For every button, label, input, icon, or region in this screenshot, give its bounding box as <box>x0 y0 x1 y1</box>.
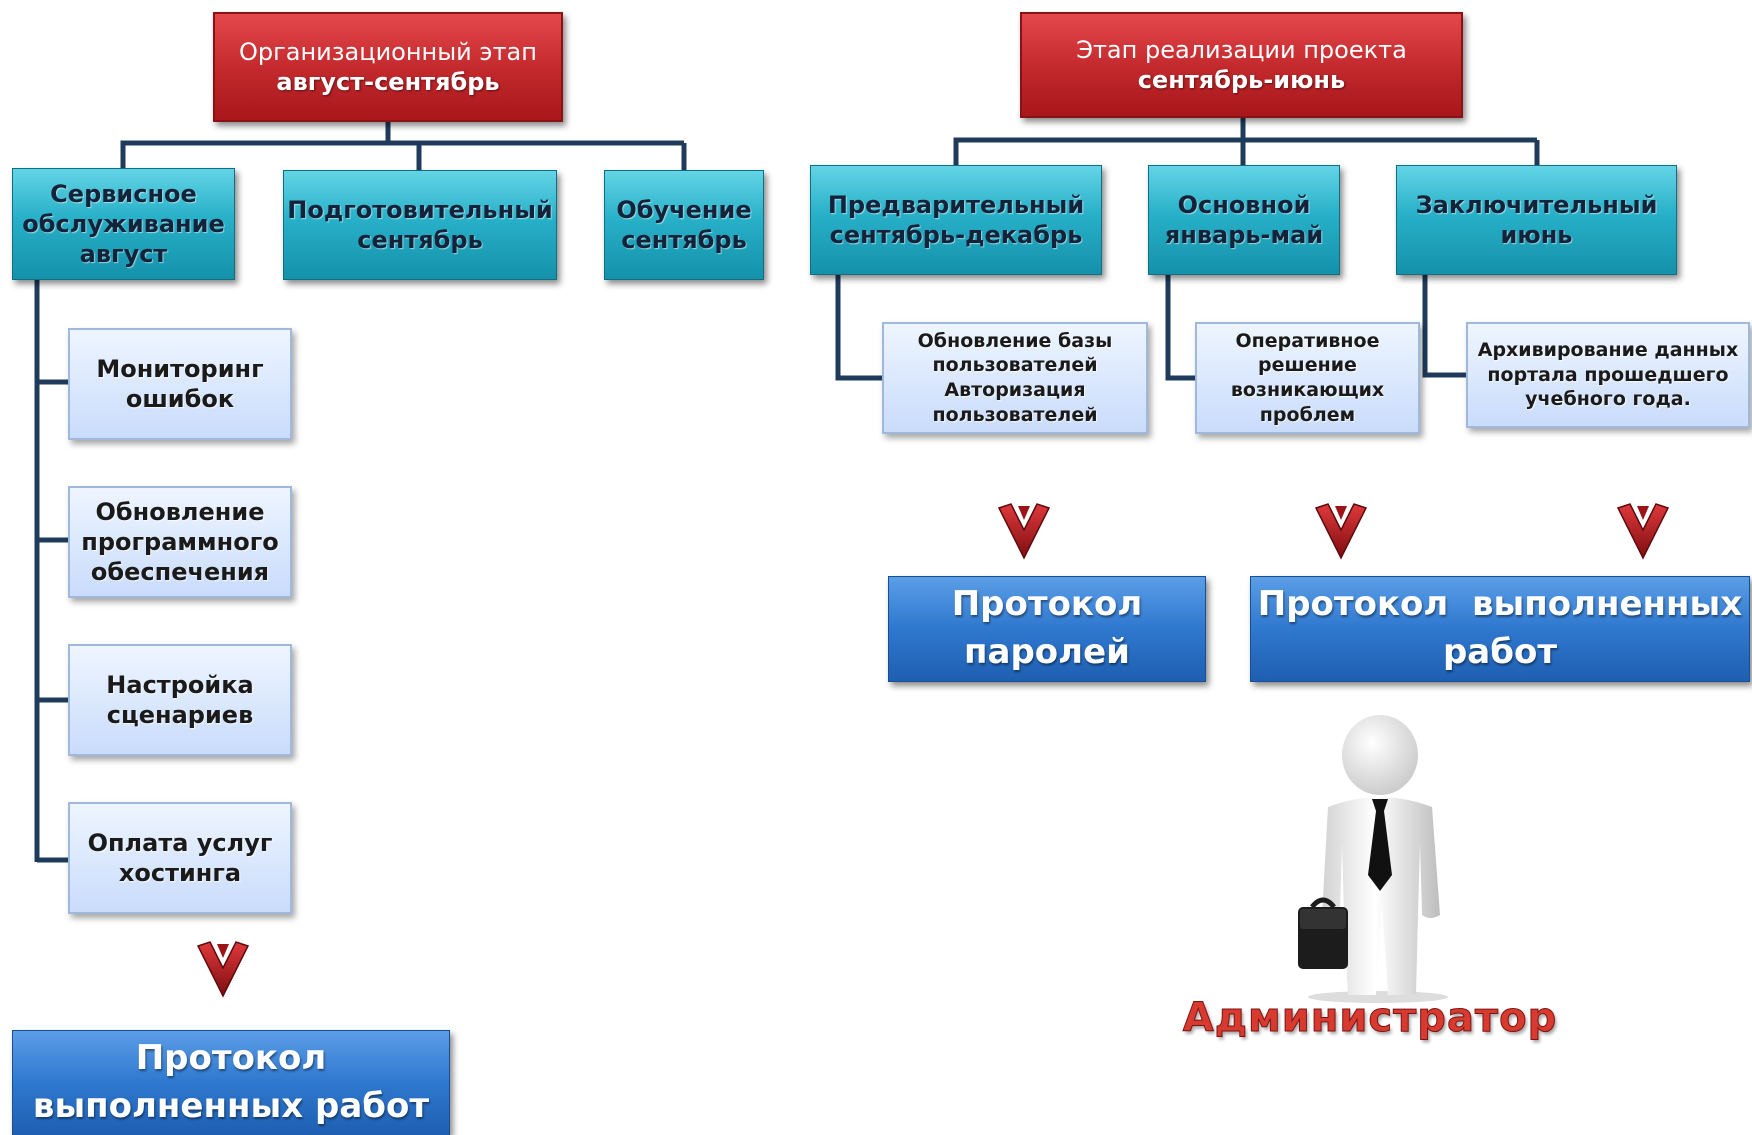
phase-period: сентябрь <box>621 226 747 254</box>
protocol-text: паролей <box>964 632 1130 672</box>
stage-period: август-сентябрь <box>276 68 500 96</box>
down-arrow-icon <box>1314 503 1368 560</box>
phase-main: Основной январь-май <box>1148 165 1340 275</box>
stage-implementation: Этап реализации проекта сентябрь-июнь <box>1020 12 1463 118</box>
phase-label: Основной <box>1177 191 1311 219</box>
stage-period: сентябрь-июнь <box>1137 66 1346 94</box>
task-text: проблем <box>1259 403 1356 426</box>
stage-organizational: Организационный этап август-сентябрь <box>213 12 563 122</box>
protocol-passwords: Протокол паролей <box>888 576 1206 682</box>
task-user-base-update: Обновление базы пользователей Авторизаци… <box>882 322 1148 434</box>
task-text: Обновление базы <box>917 329 1113 352</box>
task-text: Обновление <box>95 498 265 526</box>
down-arrow-icon <box>196 941 250 998</box>
task-text: Оплата услуг <box>87 829 273 857</box>
phase-label: Предварительный <box>827 191 1085 219</box>
task-portal-archiving: Архивирование данных портала прошедшего … <box>1466 322 1750 428</box>
phase-period: сентябрь-декабрь <box>829 221 1083 249</box>
task-text: ошибок <box>125 385 235 413</box>
task-text: пользователей <box>932 354 1098 377</box>
businessman-icon <box>1298 715 1448 1003</box>
stage-title: Этап реализации проекта <box>1076 36 1407 64</box>
protocol-text: выполненных работ <box>32 1086 430 1126</box>
protocol-completed-work-right: Протокол выполненных работ <box>1250 576 1750 682</box>
task-scenario-setup: Настройка сценариев <box>68 644 292 756</box>
task-text: возникающих <box>1230 379 1385 401</box>
task-software-update: Обновление программного обеспечения <box>68 486 292 598</box>
task-text: сценариев <box>106 701 254 729</box>
phase-label: Заключительный <box>1415 191 1658 219</box>
phase-label: Сервисное <box>50 180 197 208</box>
task-text: Авторизация <box>944 379 1086 401</box>
phase-label: обслуживание <box>22 210 225 238</box>
task-text: Настройка <box>106 671 254 699</box>
task-text: Оперативное <box>1235 329 1380 352</box>
protocol-text: Протокол <box>135 1038 327 1079</box>
protocol-completed-work-left: Протокол выполненных работ <box>12 1030 450 1135</box>
phase-period: август <box>79 240 168 268</box>
task-hosting-payment: Оплата услуг хостинга <box>68 802 292 914</box>
phase-service: Сервисное обслуживание август <box>12 168 235 280</box>
task-text: портала прошедшего <box>1487 363 1729 386</box>
task-text: программного <box>81 528 279 556</box>
phase-period: январь-май <box>1164 221 1324 249</box>
phase-final: Заключительный июнь <box>1396 165 1677 275</box>
task-text: пользователей <box>932 403 1098 426</box>
phase-period: сентябрь <box>357 226 483 254</box>
task-problem-solving: Оперативное решение возникающих проблем <box>1195 322 1420 434</box>
stage-title: Организационный этап <box>239 38 537 66</box>
phase-preparatory: Подготовительный сентябрь <box>283 170 557 280</box>
task-text: Мониторинг <box>96 355 264 383</box>
admin-label: Администратор <box>1182 995 1558 1042</box>
task-error-monitoring: Мониторинг ошибок <box>68 328 292 440</box>
protocol-text: работ <box>1442 632 1558 672</box>
phase-label: Подготовительный <box>287 196 553 224</box>
phase-period: июнь <box>1500 221 1573 249</box>
task-text: обеспечения <box>90 558 270 586</box>
task-text: хостинга <box>118 859 242 887</box>
protocol-text: Протокол выполненных <box>1257 584 1743 625</box>
phase-label: Обучение <box>616 196 752 224</box>
protocol-text: Протокол <box>951 584 1143 625</box>
phase-preliminary: Предварительный сентябрь-декабрь <box>810 165 1102 275</box>
phase-training: Обучение сентябрь <box>604 170 764 280</box>
task-text: решение <box>1258 354 1357 377</box>
down-arrow-icon <box>1616 503 1670 560</box>
down-arrow-icon <box>997 503 1051 560</box>
task-text: Архивирование данных <box>1477 338 1739 361</box>
task-text: учебного года. <box>1525 388 1691 411</box>
